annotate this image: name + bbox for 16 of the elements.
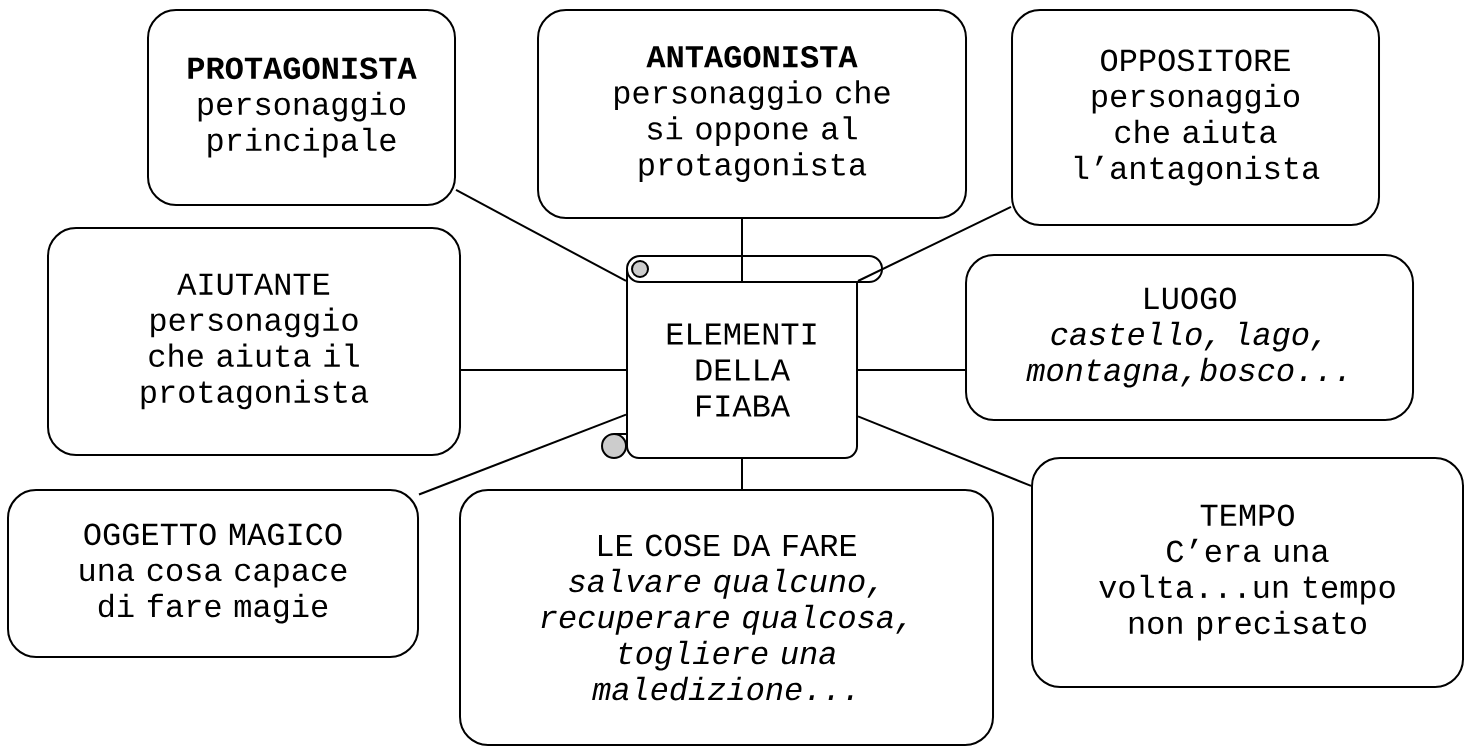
rounded-box: OGGETTO MAGICO una cosa capace di fare magie (7, 489, 419, 658)
rounded-box: PROTAGONISTA personaggio principale (147, 9, 456, 206)
connector-line (857, 415, 1032, 487)
rounded-box: ANTAGONISTA personaggio che si oppone al protagonista (537, 9, 967, 219)
connector-line (857, 205, 1012, 282)
rounded-box: LUOGO castello, lago, montagna,bosco... (965, 254, 1414, 421)
rounded-box: OPPOSITORE personaggio che aiuta l’antagonista (1011, 9, 1380, 226)
connector-line (741, 218, 743, 282)
rounded-box: LE COSE DA FARE salvare qualcuno, recuperare qualcosa, togliere una maledizione... (459, 489, 994, 746)
rounded-box: AIUTANTE personaggio che aiuta il protagonista (47, 227, 461, 456)
connector-line (455, 188, 627, 282)
connector-line (460, 369, 627, 371)
connector-line (418, 413, 627, 496)
rounded-box: TEMPO C’era una volta...un tempo non precisato (1031, 457, 1464, 688)
connector-line (741, 458, 743, 490)
connector-line (857, 369, 966, 371)
